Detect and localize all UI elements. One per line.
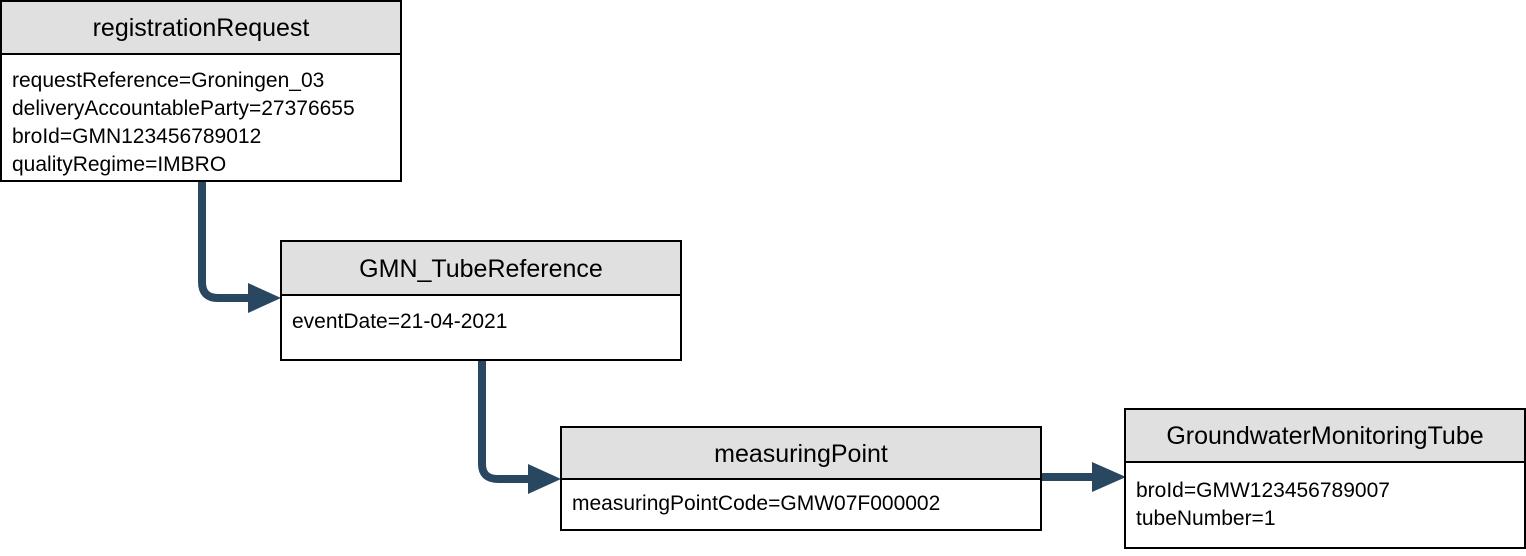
arrowhead-measuring-point xyxy=(528,464,561,494)
attribute-request-reference: requestReference=Groningen_03 xyxy=(12,69,325,92)
arrowhead-tube-reference xyxy=(248,283,281,313)
node-registration-request[interactable]: registrationRequest requestReference=Gro… xyxy=(0,0,402,182)
edge-registration-to-tube-reference xyxy=(198,181,250,302)
attribute-quality-regime: qualityRegime=IMBRO xyxy=(12,153,227,176)
node-title: registrationRequest xyxy=(2,2,400,55)
attribute-bro-id: broId=GMW123456789007 xyxy=(1136,479,1390,502)
attribute-delivery-accountable-party: deliveryAccountableParty=27376655 xyxy=(12,97,355,120)
node-attributes: measuringPointCode=GMW07F000002 xyxy=(562,480,1040,518)
node-attributes: requestReference=Groningen_03 deliveryAc… xyxy=(2,55,400,179)
node-title: measuringPoint xyxy=(562,428,1040,480)
attribute-bro-id: broId=GMN123456789012 xyxy=(12,125,262,148)
node-attributes: broId=GMW123456789007 tubeNumber=1 xyxy=(1126,463,1524,533)
node-title: GMN_TubeReference xyxy=(282,242,680,296)
attribute-measuring-point-code: measuringPointCode=GMW07F000002 xyxy=(572,492,941,515)
node-measuring-point[interactable]: measuringPoint measuringPointCode=GMW07F… xyxy=(560,426,1042,531)
node-groundwater-monitoring-tube[interactable]: GroundwaterMonitoringTube broId=GMW12345… xyxy=(1124,408,1526,549)
attribute-event-date: eventDate=21-04-2021 xyxy=(292,310,508,333)
node-gmn-tube-reference[interactable]: GMN_TubeReference eventDate=21-04-2021 xyxy=(280,240,682,361)
node-title: GroundwaterMonitoringTube xyxy=(1126,410,1524,463)
node-attributes: eventDate=21-04-2021 xyxy=(282,296,680,336)
arrowhead-monitoring-tube xyxy=(1092,462,1126,492)
edge-tube-reference-to-measuring-point xyxy=(478,361,530,483)
attribute-tube-number: tubeNumber=1 xyxy=(1136,507,1276,530)
